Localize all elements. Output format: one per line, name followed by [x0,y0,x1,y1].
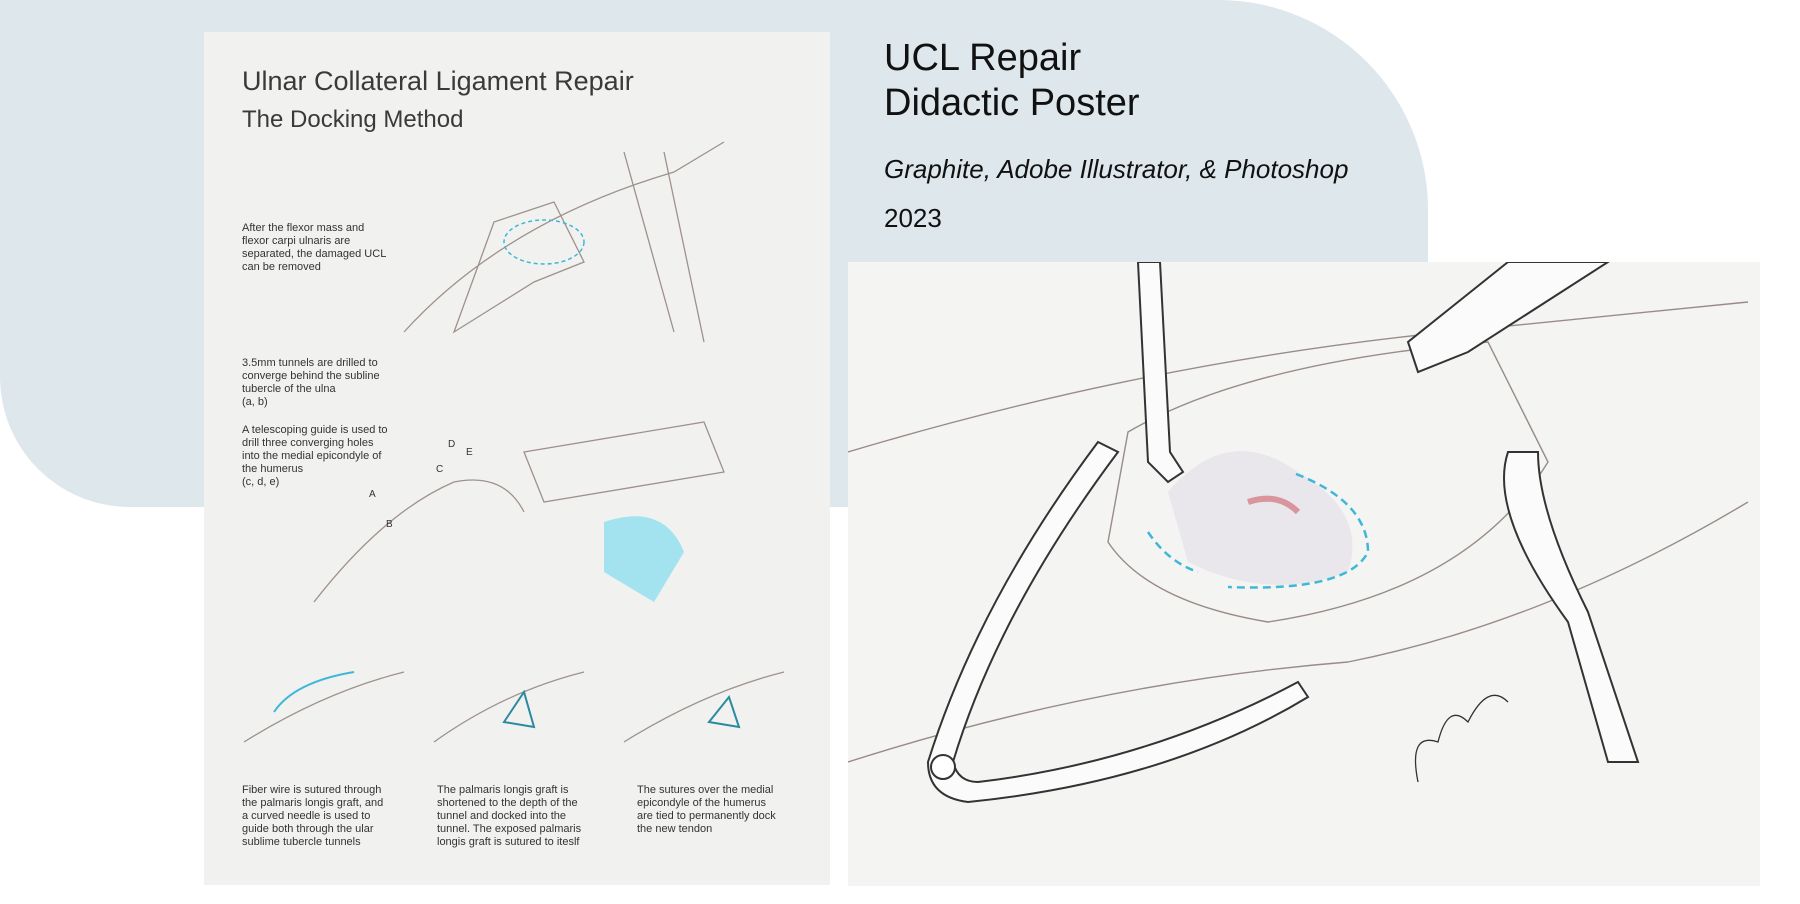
artwork-subtitle: Didactic Poster [884,82,1140,124]
label-c: C [436,464,443,475]
artwork-medium: Graphite, Adobe Illustrator, & Photoshop [884,154,1349,184]
drill-sketch [523,421,725,503]
artwork-title: UCL Repair [884,37,1082,79]
artwork-info: UCL Repair Didactic Poster Graphite, Ado… [884,36,1348,234]
gloved-hand [604,516,684,602]
surgical-retractor-drawing [848,262,1749,804]
caption-2: 3.5mm tunnels are drilled to converge be… [242,357,380,408]
caption-5: The palmaris longis graft is shortened t… [437,784,582,848]
label-b: B [386,519,393,530]
poster: Ulnar Collateral Ligament Repair The Doc… [204,32,830,885]
caption-3: A telescoping guide is used to drill thr… [242,424,388,488]
poster-title: Ulnar Collateral Ligament Repair [242,66,634,96]
label-e: E [466,447,473,458]
label-a: A [369,489,376,500]
artwork-year: 2023 [884,203,942,233]
retractor-sketch [403,141,725,333]
poster-subtitle: The Docking Method [242,106,464,133]
caption-4: Fiber wire is sutured through the palmar… [242,784,384,848]
label-d: D [448,439,455,450]
caption-1: After the flexor mass and flexor carpi u… [242,222,387,273]
retractor-handle [926,440,1310,804]
poster-illustrations: A B C D E [243,141,785,743]
artist-signature [1414,694,1509,783]
caption-6: The sutures over the medial epicondyle o… [637,784,776,835]
detail-illustration [848,262,1760,886]
